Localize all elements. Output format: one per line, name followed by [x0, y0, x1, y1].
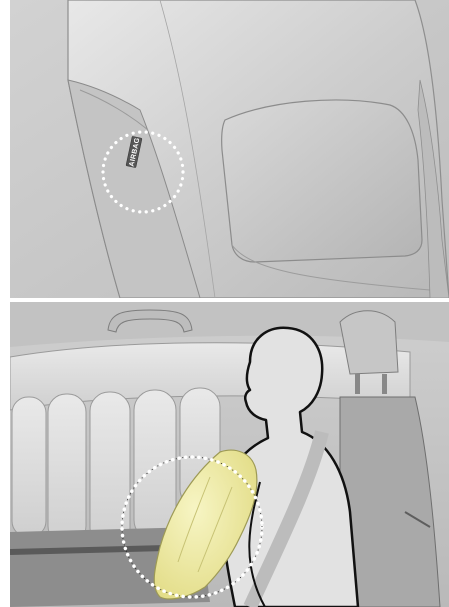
headrest-post — [382, 374, 387, 394]
side-airbag-deployment-illustration — [10, 302, 449, 607]
headrest — [340, 311, 398, 374]
headrest-post — [355, 374, 360, 394]
deployment-illustration-svg — [10, 302, 449, 607]
seat-illustration-svg: AIRBAG — [10, 0, 449, 298]
seat-center-cushion — [222, 100, 422, 262]
seat-airbag-tag-illustration: AIRBAG — [10, 0, 449, 298]
